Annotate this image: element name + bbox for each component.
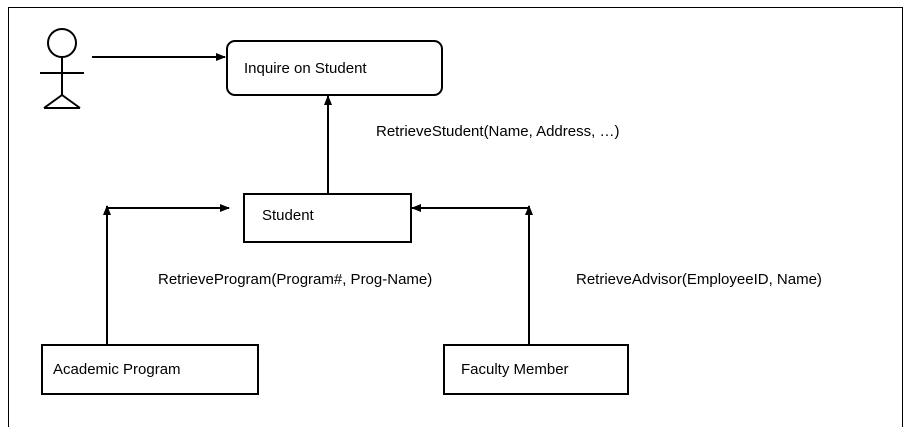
academic-program-node: Academic Program [41, 344, 259, 395]
student-label: Student [262, 206, 314, 224]
inquire-on-student-label: Inquire on Student [244, 59, 367, 77]
academic-program-label: Academic Program [53, 361, 181, 378]
inquire-on-student-node: Inquire on Student [226, 40, 443, 96]
actor-icon [40, 28, 84, 109]
faculty-member-node: Faculty Member [443, 344, 629, 395]
student-node: Student [243, 193, 412, 243]
retrieve-program-label: RetrieveProgram(Program#, Prog-Name) [158, 271, 433, 288]
retrieve-advisor-label: RetrieveAdvisor(EmployeeID, Name) [576, 271, 822, 288]
retrieve-student-label: RetrieveStudent(Name, Address, …) [376, 123, 620, 140]
faculty-member-label: Faculty Member [461, 361, 569, 378]
diagram-frame [8, 7, 903, 427]
